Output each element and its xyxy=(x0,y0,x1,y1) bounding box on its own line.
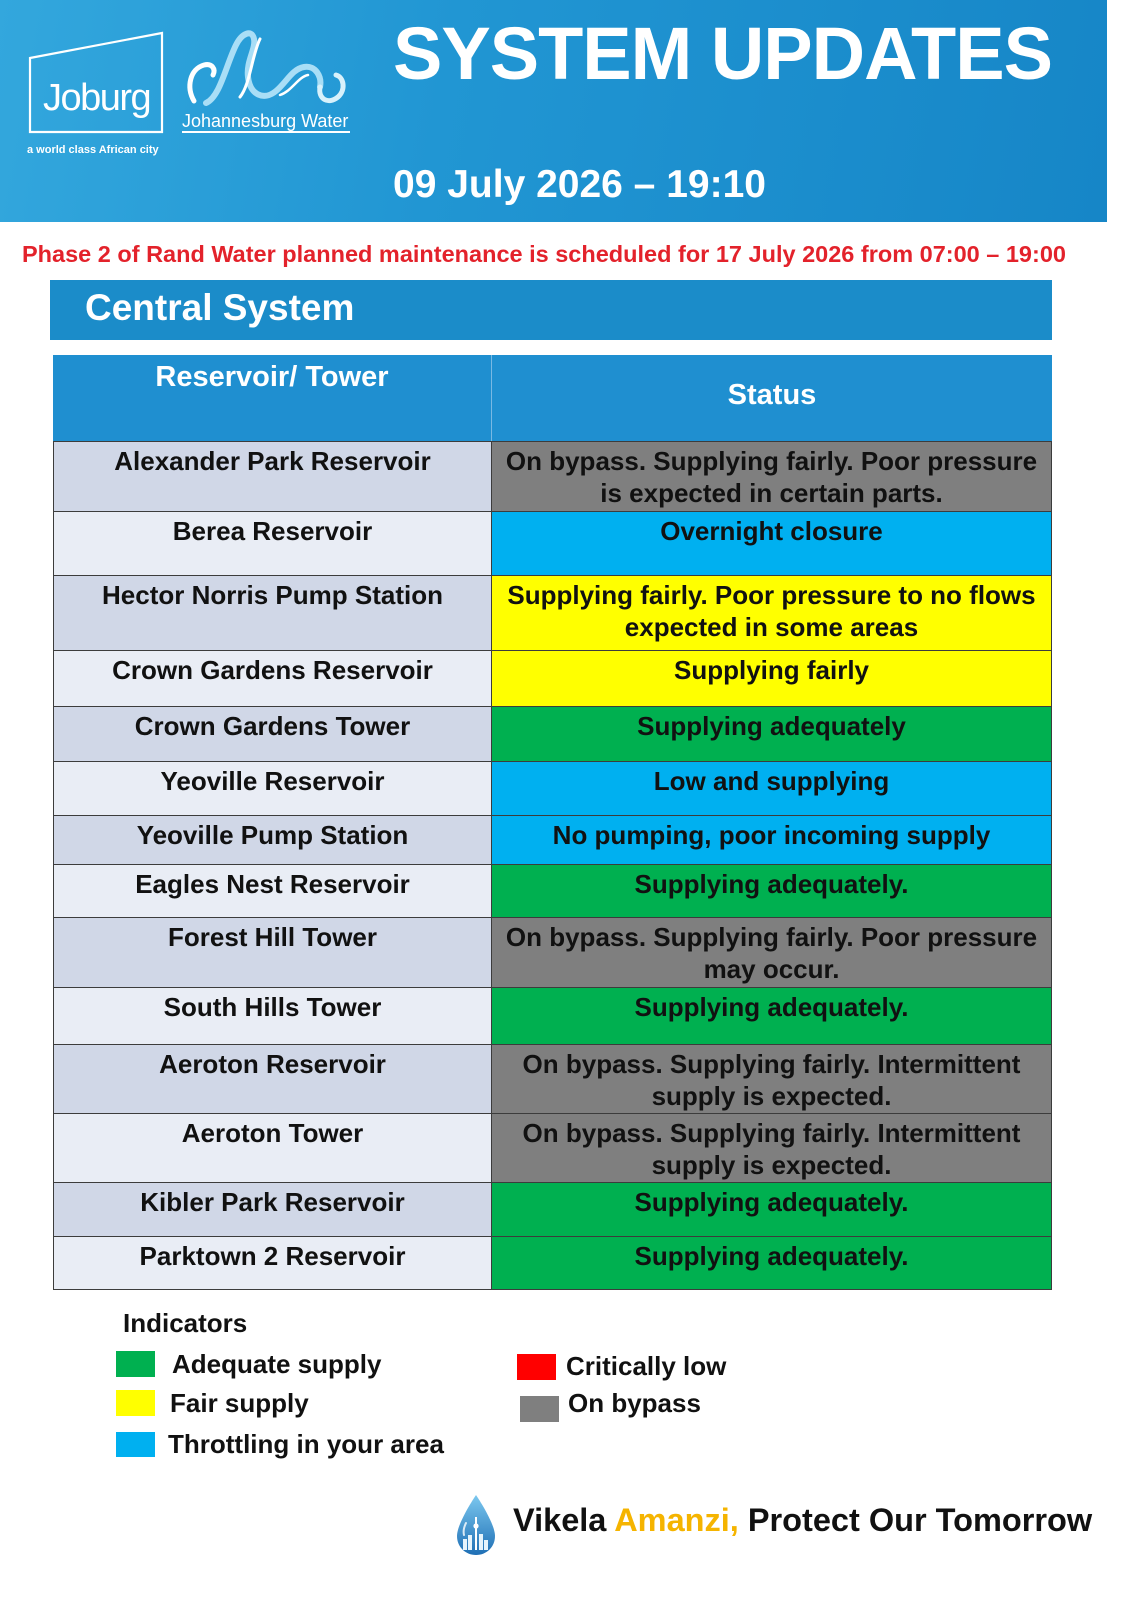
water-wave-logo-icon xyxy=(187,30,346,106)
status-cell: Supplying adequately. xyxy=(492,1183,1051,1236)
reservoir-name: Yeoville Pump Station xyxy=(54,816,492,864)
table-row: Crown Gardens Tower Supplying adequately xyxy=(54,707,1051,762)
table-row: Kibler Park Reservoir Supplying adequate… xyxy=(54,1183,1051,1237)
footer-slogan: Vikela Amanzi, Protect Our Tomorrow xyxy=(513,1501,1092,1539)
water-drop-icon xyxy=(457,1495,495,1555)
column-header-status: Status xyxy=(492,355,1052,441)
status-cell: Supplying adequately. xyxy=(492,1237,1051,1289)
reservoir-name: Berea Reservoir xyxy=(54,512,492,575)
legend-label: Fair supply xyxy=(170,1388,309,1418)
legend-item-adequate: Adequate supply xyxy=(116,1349,381,1379)
joburg-logo-frame xyxy=(28,31,164,134)
legend-swatch xyxy=(116,1351,155,1377)
legend-item-fair: Fair supply xyxy=(116,1388,309,1418)
reservoir-name: Aeroton Tower xyxy=(54,1114,492,1182)
status-cell: Supplying adequately. xyxy=(492,988,1051,1044)
status-cell: Supplying fairly. Poor pressure to no fl… xyxy=(492,576,1051,650)
johannesburg-water-name: Johannesburg Water xyxy=(182,111,349,131)
slogan-lead: Vikela xyxy=(513,1502,607,1538)
maintenance-notice: Phase 2 of Rand Water planned maintenanc… xyxy=(22,241,1066,267)
status-cell: Supplying adequately. xyxy=(492,865,1051,917)
legend-swatch xyxy=(520,1396,559,1422)
reservoir-name: Hector Norris Pump Station xyxy=(54,576,492,650)
table-row: Aeroton Reservoir On bypass. Supplying f… xyxy=(54,1045,1051,1114)
legend-swatch xyxy=(116,1390,155,1416)
legend-swatch xyxy=(116,1432,155,1457)
legend-label: Critically low xyxy=(566,1351,727,1381)
table-row: Aeroton Tower On bypass. Supplying fairl… xyxy=(54,1114,1051,1183)
table-row: Yeoville Pump Station No pumping, poor i… xyxy=(54,816,1051,865)
status-cell: On bypass. Supplying fairly. Intermitten… xyxy=(492,1114,1051,1182)
status-cell: Overnight closure xyxy=(492,512,1051,575)
status-cell: Supplying fairly xyxy=(492,651,1051,706)
status-cell: On bypass. Supplying fairly. Poor pressu… xyxy=(492,442,1051,511)
table-row: Hector Norris Pump Station Supplying fai… xyxy=(54,576,1051,651)
table-row: Alexander Park Reservoir On bypass. Supp… xyxy=(54,442,1051,512)
legend-item-bypass: On bypass xyxy=(520,1388,701,1422)
slogan-highlight: Amanzi, xyxy=(614,1502,739,1538)
reservoir-name: Crown Gardens Reservoir xyxy=(54,651,492,706)
joburg-tagline: a world class African city xyxy=(27,144,159,156)
column-header-reservoir: Reservoir/ Tower xyxy=(53,355,492,441)
joburg-logo: Joburg a world class African city xyxy=(0,0,180,156)
reservoir-name: Eagles Nest Reservoir xyxy=(54,865,492,917)
johannesburg-water-logo: Johannesburg Water xyxy=(0,0,360,140)
legend-label: Adequate supply xyxy=(172,1349,382,1379)
legend-item-critical: Critically low xyxy=(517,1351,726,1381)
update-datetime: 09 July 2026 – 19:10 xyxy=(393,163,766,206)
slogan-tail: Protect Our Tomorrow xyxy=(747,1502,1093,1538)
reservoir-name: Alexander Park Reservoir xyxy=(54,442,492,511)
table-row: Berea Reservoir Overnight closure xyxy=(54,512,1051,576)
joburg-wordmark: Joburg xyxy=(43,77,152,119)
table-row: Forest Hill Tower On bypass. Supplying f… xyxy=(54,918,1051,988)
table-row: Parktown 2 Reservoir Supplying adequatel… xyxy=(54,1237,1051,1290)
status-cell: No pumping, poor incoming supply xyxy=(492,816,1051,864)
indicators-title: Indicators xyxy=(123,1308,248,1338)
section-title: Central System xyxy=(85,287,355,328)
logo-underline xyxy=(182,131,350,133)
table-row: Yeoville Reservoir Low and supplying xyxy=(54,762,1051,816)
page-title: SYSTEM UPDATES xyxy=(393,12,1053,95)
legend-label: On bypass xyxy=(568,1388,701,1418)
status-cell: Supplying adequately xyxy=(492,707,1051,761)
legend-item-throttling: Throttling in your area xyxy=(116,1429,444,1459)
reservoir-name: Parktown 2 Reservoir xyxy=(54,1237,492,1289)
status-table: Reservoir/ Tower Status Alexander Park R… xyxy=(53,355,1052,1290)
table-row: South Hills Tower Supplying adequately. xyxy=(54,988,1051,1045)
table-row: Eagles Nest Reservoir Supplying adequate… xyxy=(54,865,1051,918)
table-header: Reservoir/ Tower Status xyxy=(53,355,1052,442)
legend-swatch xyxy=(517,1354,556,1380)
status-cell: On bypass. Supplying fairly. Intermitten… xyxy=(492,1045,1051,1113)
reservoir-name: Aeroton Reservoir xyxy=(54,1045,492,1113)
status-cell: Low and supplying xyxy=(492,762,1051,815)
column-header-status-label: Status xyxy=(727,379,817,411)
reservoir-name: Crown Gardens Tower xyxy=(54,707,492,761)
reservoir-name: Forest Hill Tower xyxy=(54,918,492,987)
legend-label: Throttling in your area xyxy=(168,1429,444,1459)
table-body: Alexander Park Reservoir On bypass. Supp… xyxy=(53,442,1052,1290)
status-cell: On bypass. Supplying fairly. Poor pressu… xyxy=(492,918,1051,987)
reservoir-name: Kibler Park Reservoir xyxy=(54,1183,492,1236)
reservoir-name: South Hills Tower xyxy=(54,988,492,1044)
section-banner: Central System xyxy=(50,280,1052,340)
table-row: Crown Gardens Reservoir Supplying fairly xyxy=(54,651,1051,707)
reservoir-name: Yeoville Reservoir xyxy=(54,762,492,815)
header-banner: Joburg a world class African city Johann… xyxy=(0,0,1107,222)
